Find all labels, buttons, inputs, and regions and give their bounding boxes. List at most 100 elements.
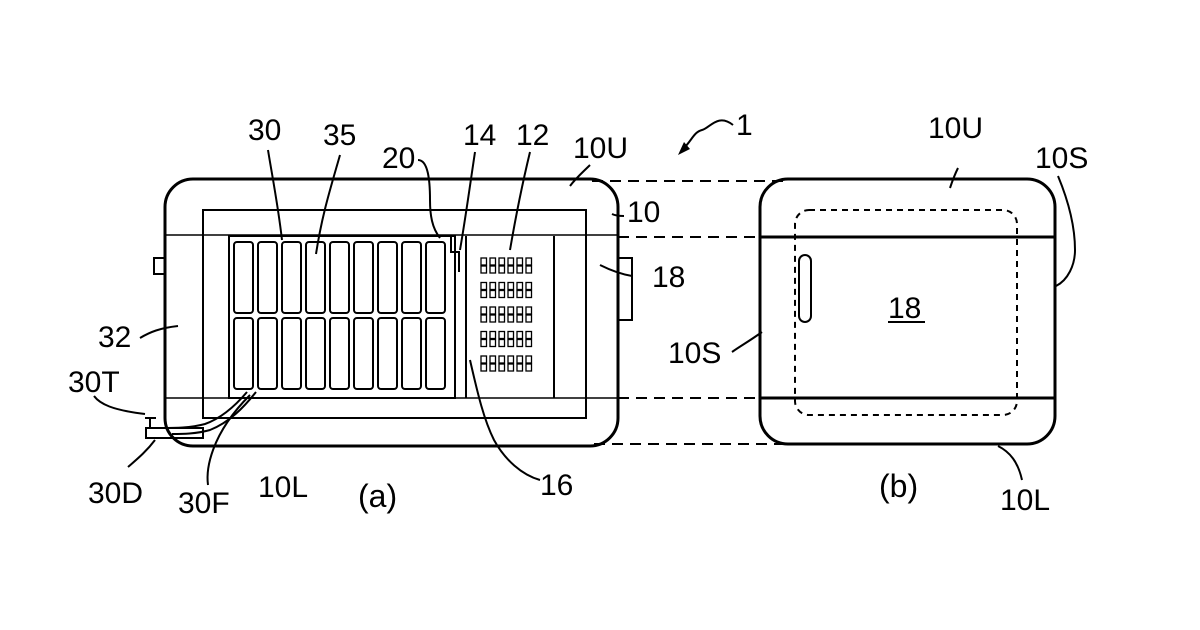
vial xyxy=(481,258,487,265)
vial xyxy=(526,307,532,314)
label-10U-a: 10U xyxy=(573,132,628,165)
vial xyxy=(499,340,505,347)
rack-cell xyxy=(234,242,253,313)
vial xyxy=(490,283,496,290)
label-1: 1 xyxy=(736,109,753,142)
vial xyxy=(490,291,496,298)
vial xyxy=(517,307,523,314)
label-10S-right: 10S xyxy=(1035,142,1088,175)
label-18-a: 18 xyxy=(652,261,685,294)
rack-cell xyxy=(330,242,349,313)
vial xyxy=(490,332,496,339)
vial xyxy=(490,315,496,322)
vial xyxy=(499,315,505,322)
vial xyxy=(526,283,532,290)
projection-lines xyxy=(592,181,785,444)
panel-label-a: (a) xyxy=(358,478,397,514)
vial xyxy=(490,258,496,265)
vial xyxy=(508,283,514,290)
rack-cell xyxy=(282,318,301,389)
label-12: 12 xyxy=(516,119,549,152)
vial xyxy=(508,315,514,322)
rack-cell xyxy=(378,242,397,313)
rack-cell xyxy=(402,318,421,389)
vial xyxy=(526,258,532,265)
rack-cell xyxy=(426,318,445,389)
cell-grid-35 xyxy=(234,242,445,389)
vial xyxy=(490,340,496,347)
vial xyxy=(499,291,505,298)
label-30: 30 xyxy=(248,114,281,147)
vial xyxy=(508,266,514,273)
vial xyxy=(490,364,496,371)
vial xyxy=(526,340,532,347)
label-16: 16 xyxy=(540,469,573,502)
vial xyxy=(481,291,487,298)
vial xyxy=(499,283,505,290)
label-10: 10 xyxy=(627,196,660,229)
vial xyxy=(481,356,487,363)
vial xyxy=(508,291,514,298)
vial xyxy=(508,307,514,314)
vial xyxy=(517,315,523,322)
rack-cell xyxy=(258,242,277,313)
rack-cell xyxy=(402,242,421,313)
vial xyxy=(517,340,523,347)
rack-cell xyxy=(330,318,349,389)
label-10L-a: 10L xyxy=(258,471,308,504)
vial xyxy=(481,283,487,290)
vial-grid-12 xyxy=(481,258,532,371)
vial xyxy=(499,364,505,371)
panel-label-b: (b) xyxy=(879,468,918,504)
vial xyxy=(481,332,487,339)
door-handle-18 xyxy=(618,258,632,320)
vial xyxy=(526,364,532,371)
vial xyxy=(526,315,532,322)
vial xyxy=(508,364,514,371)
door-handle-b xyxy=(799,255,811,322)
vial xyxy=(508,258,514,265)
vial xyxy=(499,332,505,339)
label-30D: 30D xyxy=(88,477,143,510)
rack-cell xyxy=(378,318,397,389)
vial xyxy=(526,332,532,339)
label-10L-b: 10L xyxy=(1000,484,1050,517)
vial xyxy=(517,356,523,363)
vial xyxy=(499,258,505,265)
vial xyxy=(508,332,514,339)
vial xyxy=(490,356,496,363)
rack-cell xyxy=(354,318,373,389)
vial xyxy=(517,258,523,265)
rack-cell xyxy=(282,242,301,313)
rack-cell xyxy=(306,318,325,389)
rack-cell xyxy=(354,242,373,313)
vial xyxy=(508,340,514,347)
label-30F: 30F xyxy=(178,487,230,520)
rack-cell xyxy=(258,318,277,389)
vial xyxy=(526,356,532,363)
label-20: 20 xyxy=(382,142,415,175)
label-18-b: 18 xyxy=(888,292,921,325)
vial xyxy=(526,266,532,273)
label-14: 14 xyxy=(463,119,496,152)
vial xyxy=(481,364,487,371)
vial xyxy=(517,332,523,339)
vial xyxy=(499,266,505,273)
label-32: 32 xyxy=(98,321,131,354)
rack-cell xyxy=(234,318,253,389)
reference-labels: 1 30 35 20 14 12 10U 10 18 32 30T 30D 30… xyxy=(68,109,1088,520)
vial xyxy=(517,291,523,298)
vial xyxy=(517,283,523,290)
vial xyxy=(517,266,523,273)
label-35: 35 xyxy=(323,119,356,152)
vial xyxy=(490,266,496,273)
vial xyxy=(481,307,487,314)
label-10U-b: 10U xyxy=(928,112,983,145)
vial xyxy=(481,340,487,347)
vial xyxy=(490,307,496,314)
vial xyxy=(526,291,532,298)
vial xyxy=(499,307,505,314)
view-a-drawing xyxy=(145,179,632,446)
vial xyxy=(517,364,523,371)
